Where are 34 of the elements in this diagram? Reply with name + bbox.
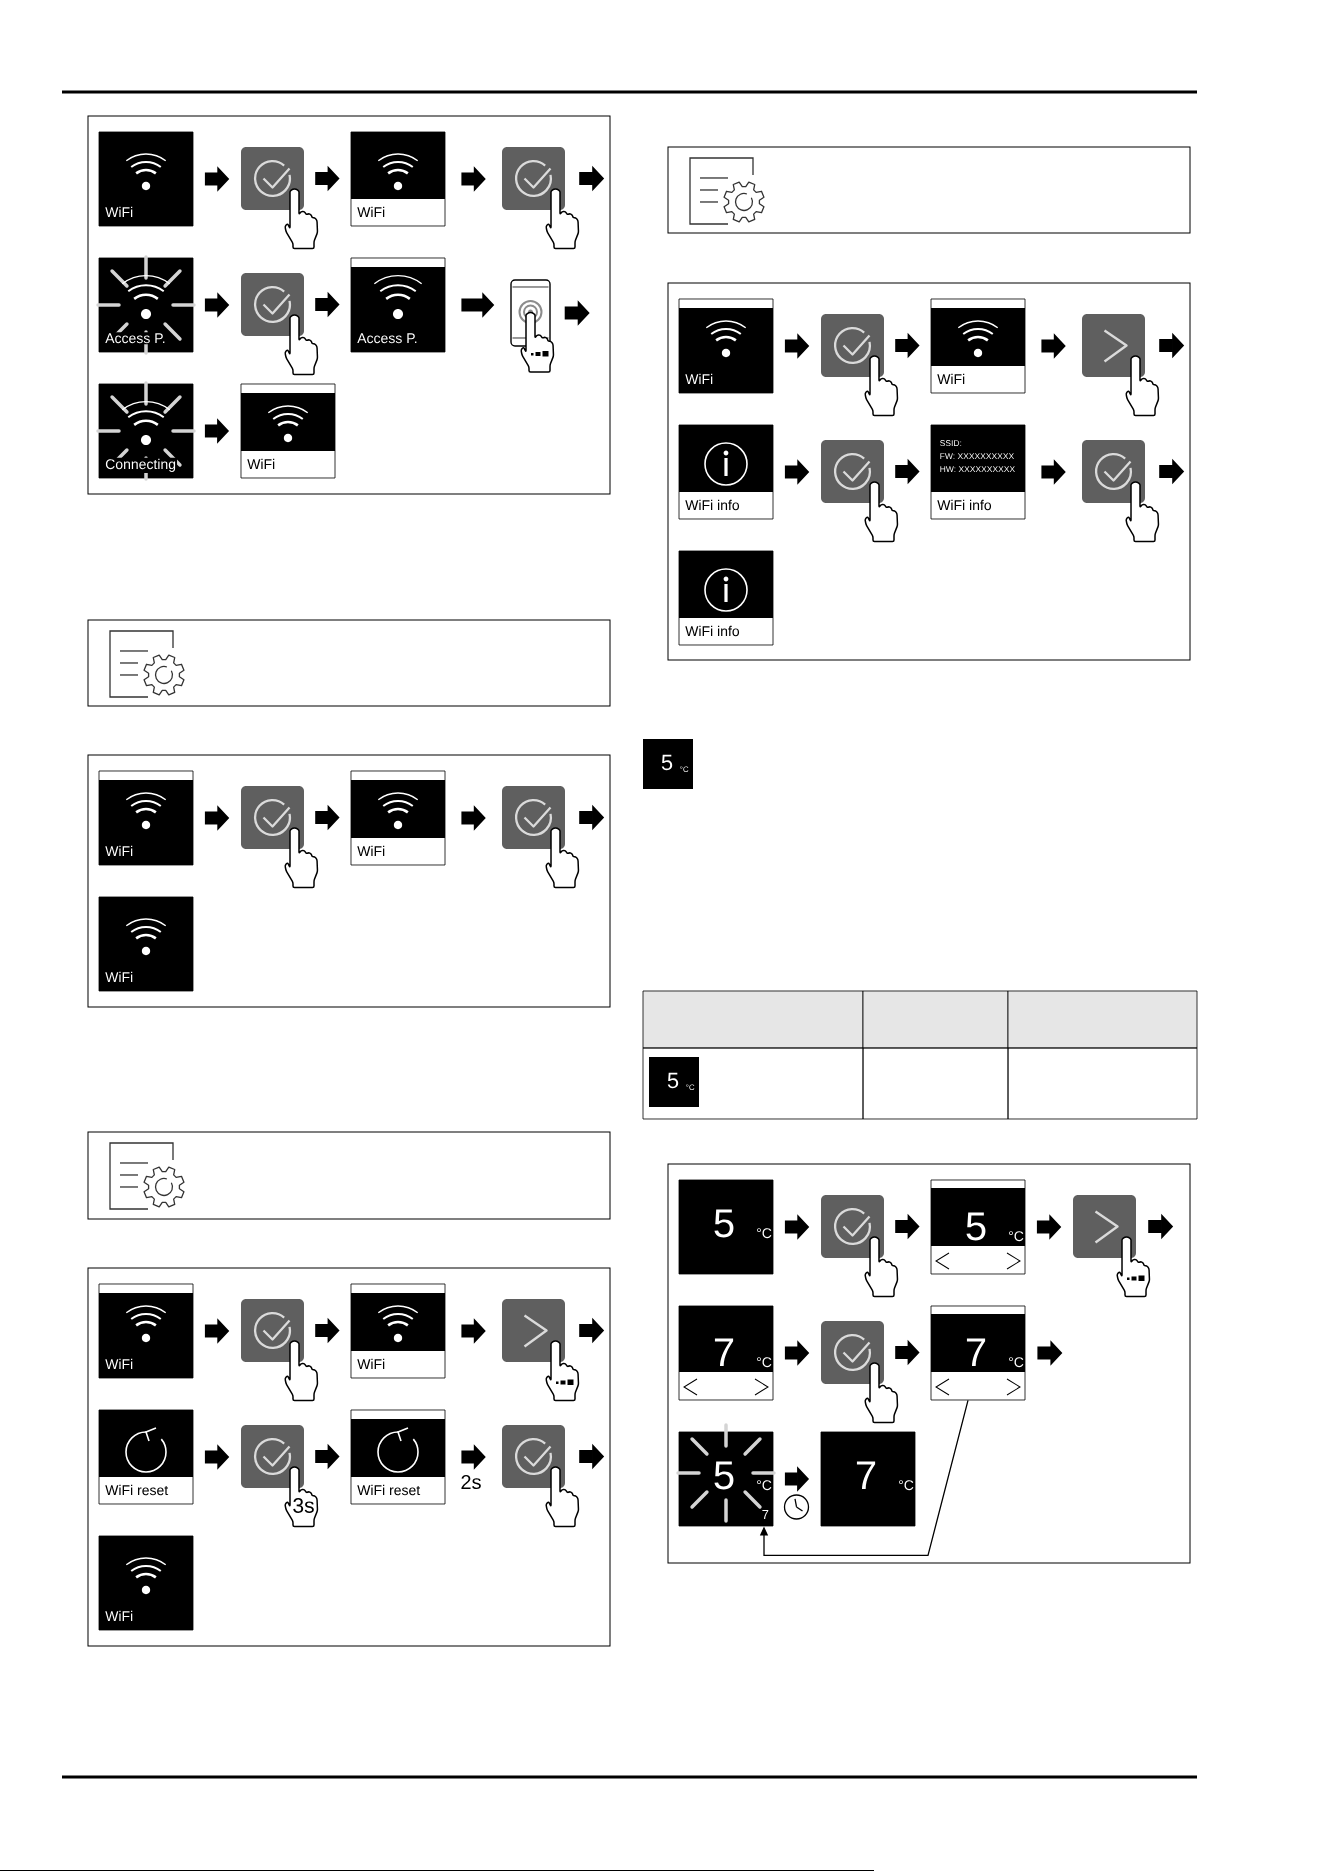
arrow [759,1399,969,1557]
panel-frame [667,282,1191,661]
display-screen: 7 °C [820,1431,916,1527]
display-screen: WiFi reset [350,1409,446,1505]
display-screen: WiFi reset [98,1409,194,1505]
blinking-display: Connecting [96,381,196,481]
display-screen: WiFi [350,131,446,227]
edge-label: 2s [459,1473,483,1491]
display-screen: WiFi [240,383,336,479]
display-screen: WiFi [98,896,194,992]
display-screen: 5 °C [678,1179,774,1275]
display-screen: WiFi [98,770,194,866]
panel-frame [87,754,611,1008]
blinking-display: Access P. [96,255,196,355]
display-screen: WiFi info [678,550,774,646]
panel-frame [667,1163,1191,1564]
display-screen: Access P. [350,257,446,353]
display-screen: WiFi [98,131,194,227]
display-screen: WiFi [930,298,1026,394]
display-screen: WiFi [350,770,446,866]
display-screen: WiFi [678,298,774,394]
panel-frame [87,115,611,495]
panel-frame [87,1267,611,1647]
blinking-display: 5 °C 7 [676,1423,776,1527]
display-screen: WiFi [350,1283,446,1379]
display-screen: SSID: FW: XXXXXXXXXX HW: XXXXXXXXXX WiFi info [930,424,1026,520]
temperature-display: 5 °C [649,1057,699,1107]
display-screen: WiFi [98,1535,194,1631]
display-screen: 7 °C [930,1305,1026,1401]
display-screen: WiFi info [678,424,774,520]
display-screen: WiFi [98,1283,194,1379]
display-screen: 5 °C [930,1179,1026,1275]
display-screen: 7 °C [678,1305,774,1401]
temperature-display: 5 °C [643,739,693,789]
